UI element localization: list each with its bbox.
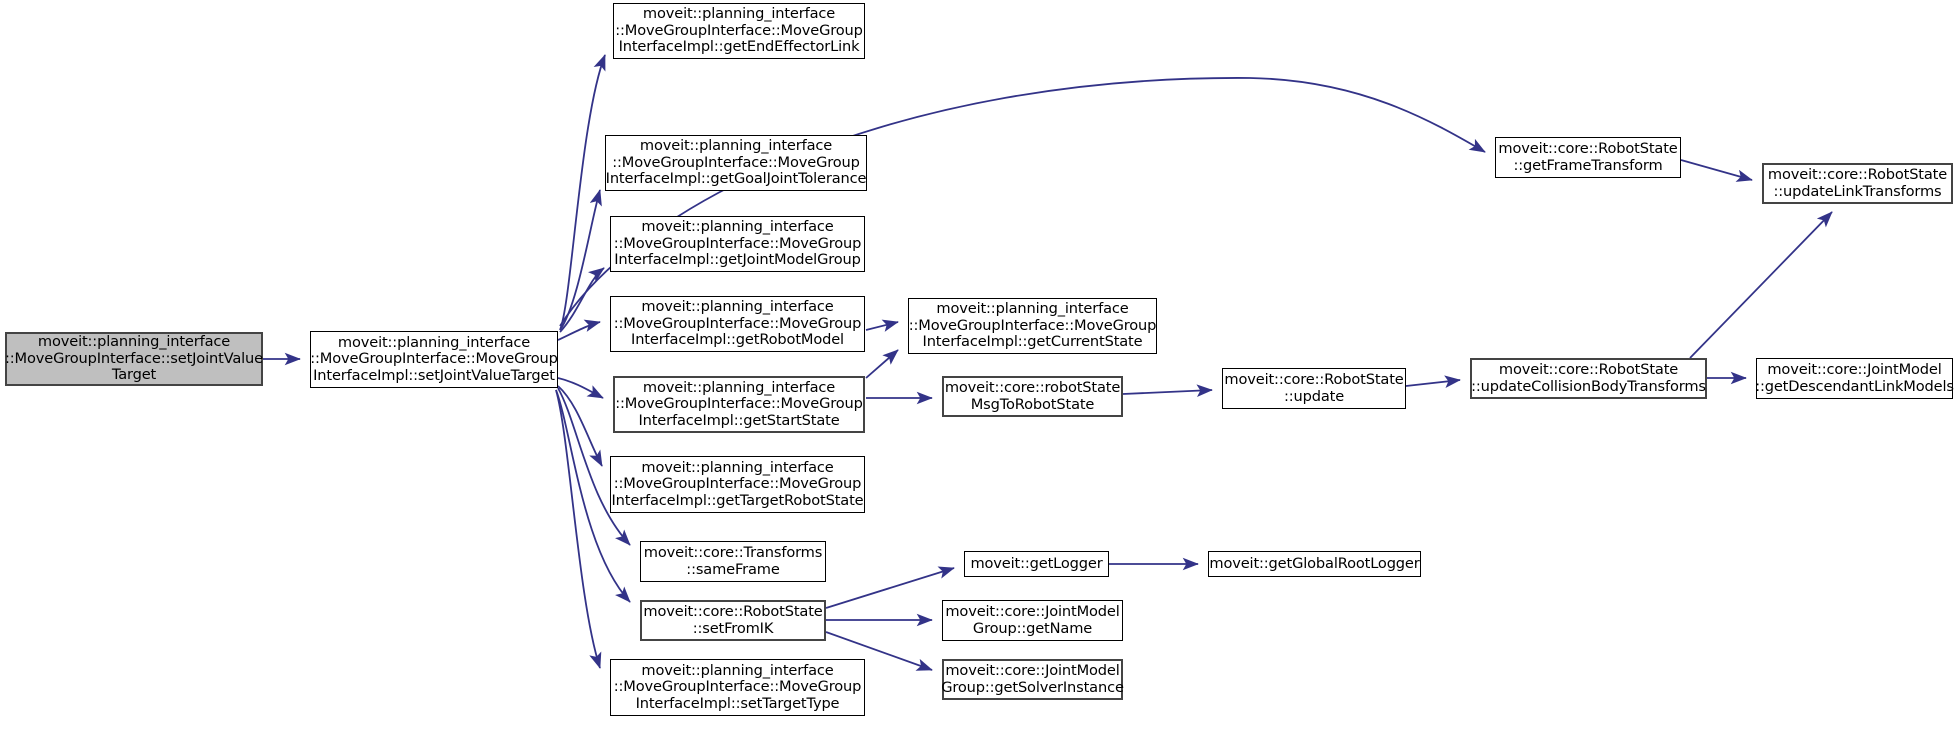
graph-node-implSetJointValueTarget[interactable]: moveit::planning_interface ::MoveGroupIn… (310, 331, 558, 388)
graph-node-getStartState[interactable]: moveit::planning_interface ::MoveGroupIn… (613, 376, 865, 433)
graph-node-label: moveit::core::Transforms ::sameFrame (643, 544, 823, 578)
graph-node-jointModelGroupGetName[interactable]: moveit::core::JointModel Group::getName (942, 600, 1123, 641)
graph-node-getJointModelGroup[interactable]: moveit::planning_interface ::MoveGroupIn… (610, 216, 865, 272)
graph-node-getRobotModel[interactable]: moveit::planning_interface ::MoveGroupIn… (610, 296, 865, 352)
edge-implSetJointValueTarget-to-getRobotModel (557, 319, 601, 341)
edge-implSetJointValueTarget-to-getFrameTransform (559, 77, 1486, 327)
graph-node-label: moveit::planning_interface ::MoveGroupIn… (605, 137, 867, 188)
edge-implSetJointValueTarget-to-getTargetRobotState (557, 385, 603, 467)
edge-setFromIK-to-getLogger (825, 566, 955, 609)
graph-node-label: moveit::planning_interface ::MoveGroupIn… (613, 298, 862, 349)
graph-node-getEndEffectorLink[interactable]: moveit::planning_interface ::MoveGroupIn… (613, 3, 865, 59)
edge-robotStateUpdate-to-updateCollisionBodyTransforms (1405, 375, 1461, 388)
edge-robotStateMsgToRobotState-to-robotStateUpdate (1122, 384, 1213, 397)
graph-node-label: moveit::core::JointModel ::getDescendant… (1755, 361, 1954, 395)
graph-node-label: moveit::core::JointModel Group::getName (945, 603, 1120, 637)
graph-node-label: moveit::core::JointModel Group::getSolve… (941, 662, 1124, 696)
graph-node-label: moveit::planning_interface ::MoveGroupIn… (5, 333, 263, 384)
graph-node-label: moveit::planning_interface ::MoveGroupIn… (615, 5, 863, 56)
graph-node-label: moveit::core::RobotState ::update (1224, 371, 1404, 405)
graph-node-getCurrentState[interactable]: moveit::planning_interface ::MoveGroupIn… (908, 298, 1157, 354)
graph-node-setJointValueTarget[interactable]: moveit::planning_interface ::MoveGroupIn… (5, 332, 263, 386)
graph-node-getSolverInstance[interactable]: moveit::core::JointModel Group::getSolve… (941, 659, 1124, 700)
graph-node-robotStateUpdate[interactable]: moveit::core::RobotState ::update (1222, 368, 1406, 409)
graph-node-label: moveit::planning_interface ::MoveGroupIn… (611, 458, 864, 509)
graph-node-label: moveit::planning_interface ::MoveGroupIn… (908, 300, 1157, 351)
edge-implSetJointValueTarget-to-setTargetType (555, 389, 602, 669)
graph-node-getDescendantLinkModels[interactable]: moveit::core::JointModel ::getDescendant… (1755, 358, 1954, 399)
graph-node-setTargetType[interactable]: moveit::planning_interface ::MoveGroupIn… (610, 659, 865, 716)
graph-node-label: moveit::planning_interface ::MoveGroupIn… (613, 218, 862, 269)
graph-node-label: moveit::core::RobotState ::getFrameTrans… (1498, 140, 1678, 174)
graph-node-getFrameTransform[interactable]: moveit::core::RobotState ::getFrameTrans… (1495, 137, 1681, 178)
graph-node-getTargetRobotState[interactable]: moveit::planning_interface ::MoveGroupIn… (610, 456, 865, 513)
graph-node-getGlobalRootLogger[interactable]: moveit::getGlobalRootLogger (1208, 551, 1421, 577)
edge-implSetJointValueTarget-to-getStartState (557, 377, 604, 399)
graph-node-getGoalJointTolerance[interactable]: moveit::planning_interface ::MoveGroupIn… (605, 135, 867, 191)
graph-node-updateCollisionBodyTransforms[interactable]: moveit::core::RobotState ::updateCollisi… (1470, 358, 1707, 399)
graph-node-sameFrame[interactable]: moveit::core::Transforms ::sameFrame (640, 541, 826, 582)
edge-getRobotModel-to-getCurrentState (865, 319, 899, 332)
graph-node-label: moveit::getGlobalRootLogger (1209, 554, 1420, 572)
graph-node-updateLinkTransforms[interactable]: moveit::core::RobotState ::updateLinkTra… (1762, 163, 1953, 204)
graph-node-label: moveit::core::RobotState ::updateLinkTra… (1767, 166, 1948, 200)
edge-implSetJointValueTarget-to-getJointModelGroup (559, 267, 605, 333)
graph-node-setFromIK[interactable]: moveit::core::RobotState ::setFromIK (640, 600, 826, 641)
graph-node-label: moveit::planning_interface ::MoveGroupIn… (615, 378, 863, 429)
edge-implSetJointValueTarget-to-getEndEffectorLink (559, 54, 606, 331)
graph-node-label: moveit::core::RobotState ::setFromIK (643, 603, 823, 637)
edge-updateCollisionBodyTransforms-to-updateLinkTransforms (1689, 211, 1833, 359)
edge-implSetJointValueTarget-to-getGoalJointTolerance (559, 189, 602, 331)
edge-getStartState-to-getCurrentState (865, 349, 899, 379)
graph-node-label: moveit::core::robotState MsgToRobotState (944, 379, 1121, 413)
edge-getFrameTransform-to-updateLinkTransforms (1680, 159, 1753, 182)
graph-node-getLogger[interactable]: moveit::getLogger (964, 551, 1109, 577)
graph-node-label: moveit::core::RobotState ::updateCollisi… (1471, 361, 1706, 395)
graph-node-label: moveit::planning_interface ::MoveGroupIn… (613, 661, 862, 712)
graph-node-robotStateMsgToRobotState[interactable]: moveit::core::robotState MsgToRobotState (942, 376, 1123, 417)
graph-node-label: moveit::getLogger (970, 554, 1103, 572)
graph-node-label: moveit::planning_interface ::MoveGroupIn… (310, 333, 558, 384)
